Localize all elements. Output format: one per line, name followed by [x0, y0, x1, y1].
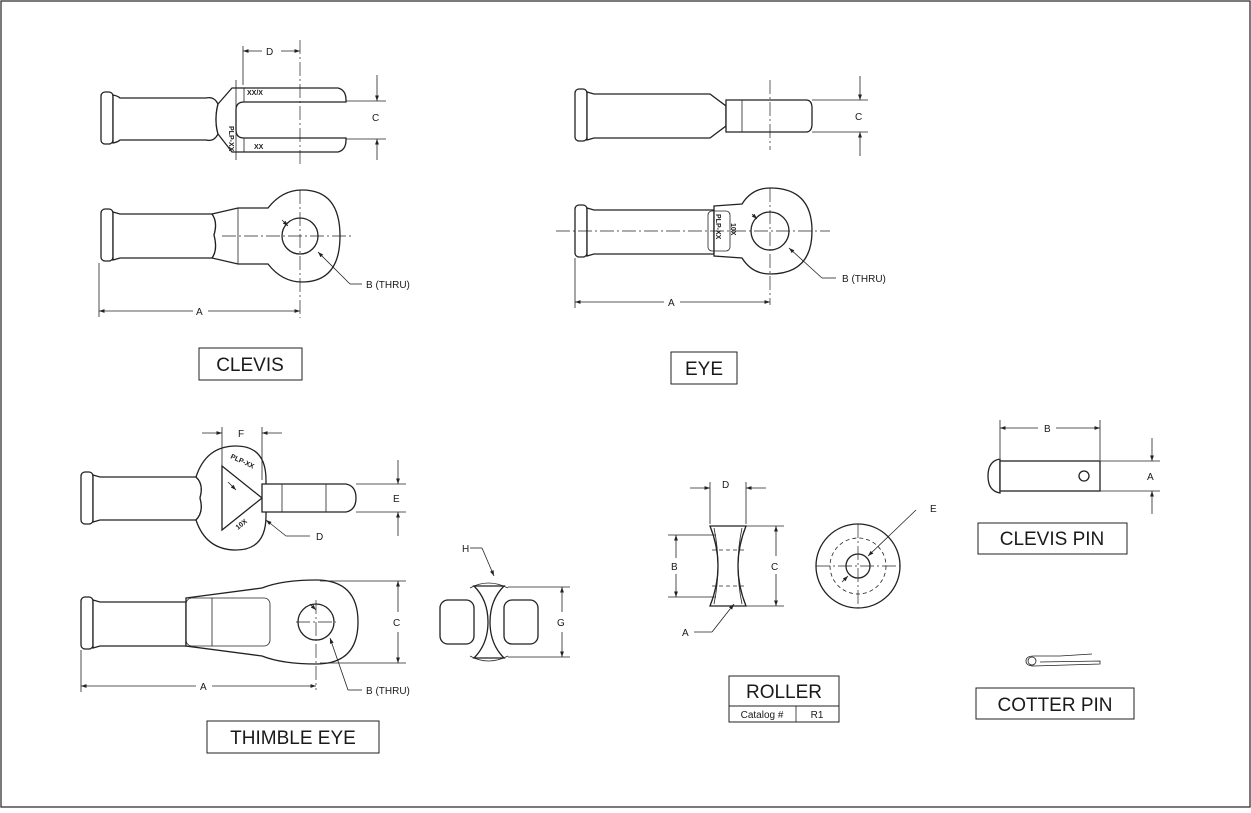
thimble-eye-section: PLP-XX 10X F E D: [80, 427, 570, 754]
roller-dim-d: D: [722, 480, 729, 491]
clevis-pin-section: B A CLEVIS PIN: [977, 420, 1160, 555]
eye-title-box: [670, 351, 738, 385]
clevis-pin-drawing: B A: [987, 420, 1160, 514]
clevis-dim-b: B (THRU): [366, 280, 410, 291]
roller-catalog-box: [728, 705, 840, 723]
eye-stamp-2: PLP-XX: [714, 214, 721, 240]
eye-dim-a: A: [668, 298, 675, 309]
eye-dim-c: C: [855, 112, 862, 123]
roller-dim-a: A: [682, 628, 689, 639]
roller-title-box: [728, 675, 840, 707]
clevis-stamp-bottom: XX: [254, 144, 264, 151]
thimble-dim-h: H: [462, 544, 469, 555]
roller-section: D B C A E RO: [668, 480, 937, 723]
cotter-pin-section: COTTER PIN: [975, 653, 1135, 720]
roller-dim-c: C: [771, 562, 778, 573]
eye-section: C 10X PLP-XX B (THRU) A EYE: [556, 76, 886, 385]
eye-title: EYE: [685, 359, 723, 380]
roller-dim-b: B: [671, 562, 678, 573]
clevis-stamp-top: XX/X: [247, 90, 263, 97]
thimble-eye-title: THIMBLE EYE: [230, 728, 356, 749]
thimble-front-view: C B (THRU) A: [80, 579, 410, 697]
roller-end-view: E: [815, 504, 937, 609]
clevis-title: CLEVIS: [216, 355, 284, 376]
clevis-title-box: [198, 347, 303, 381]
clevis-pin-dim-b: B: [1044, 424, 1051, 435]
eye-top-view: C: [574, 76, 868, 156]
eye-stamp-1: 10X: [729, 223, 736, 236]
thimble-dim-d: D: [316, 532, 323, 543]
thimble-dim-g: G: [557, 618, 565, 629]
eye-front-view: 10X PLP-XX B (THRU) A: [556, 187, 886, 309]
clevis-stamp-side: PLP-XX: [227, 126, 234, 152]
thimble-eye-title-box: [206, 720, 380, 754]
clevis-pin-dim-a: A: [1147, 472, 1154, 483]
roller-catalog-label: Catalog #: [741, 710, 784, 721]
eye-dim-b: B (THRU): [842, 274, 886, 285]
clevis-pin-title-box: [977, 522, 1128, 555]
clevis-front-view: B (THRU) A: [98, 189, 410, 318]
clevis-dim-a: A: [196, 307, 203, 318]
cotter-pin-title: COTTER PIN: [997, 695, 1112, 716]
clevis-section: XX/X PLP-XX XX D C: [98, 40, 410, 381]
thimble-top-view: PLP-XX 10X F E D: [80, 427, 406, 551]
cotter-pin-title-box: [975, 687, 1135, 720]
thimble-dim-b: B (THRU): [366, 686, 410, 697]
roller-dim-e: E: [930, 504, 937, 515]
roller-catalog-value: R1: [811, 710, 824, 721]
cotter-pin-drawing: [1025, 653, 1101, 667]
clevis-top-view: XX/X PLP-XX XX D C: [100, 40, 386, 165]
thimble-side-view: G H: [439, 544, 570, 662]
clevis-pin-title: CLEVIS PIN: [1000, 529, 1105, 550]
thimble-dim-e: E: [393, 494, 400, 505]
thimble-dim-a: A: [200, 682, 207, 693]
thimble-dim-f: F: [238, 429, 244, 440]
clevis-dim-c: C: [372, 113, 379, 124]
thimble-dim-c: C: [393, 618, 400, 629]
roller-side-view: D B C A: [668, 480, 784, 639]
roller-title: ROLLER: [746, 682, 822, 703]
clevis-dim-d: D: [266, 47, 273, 58]
